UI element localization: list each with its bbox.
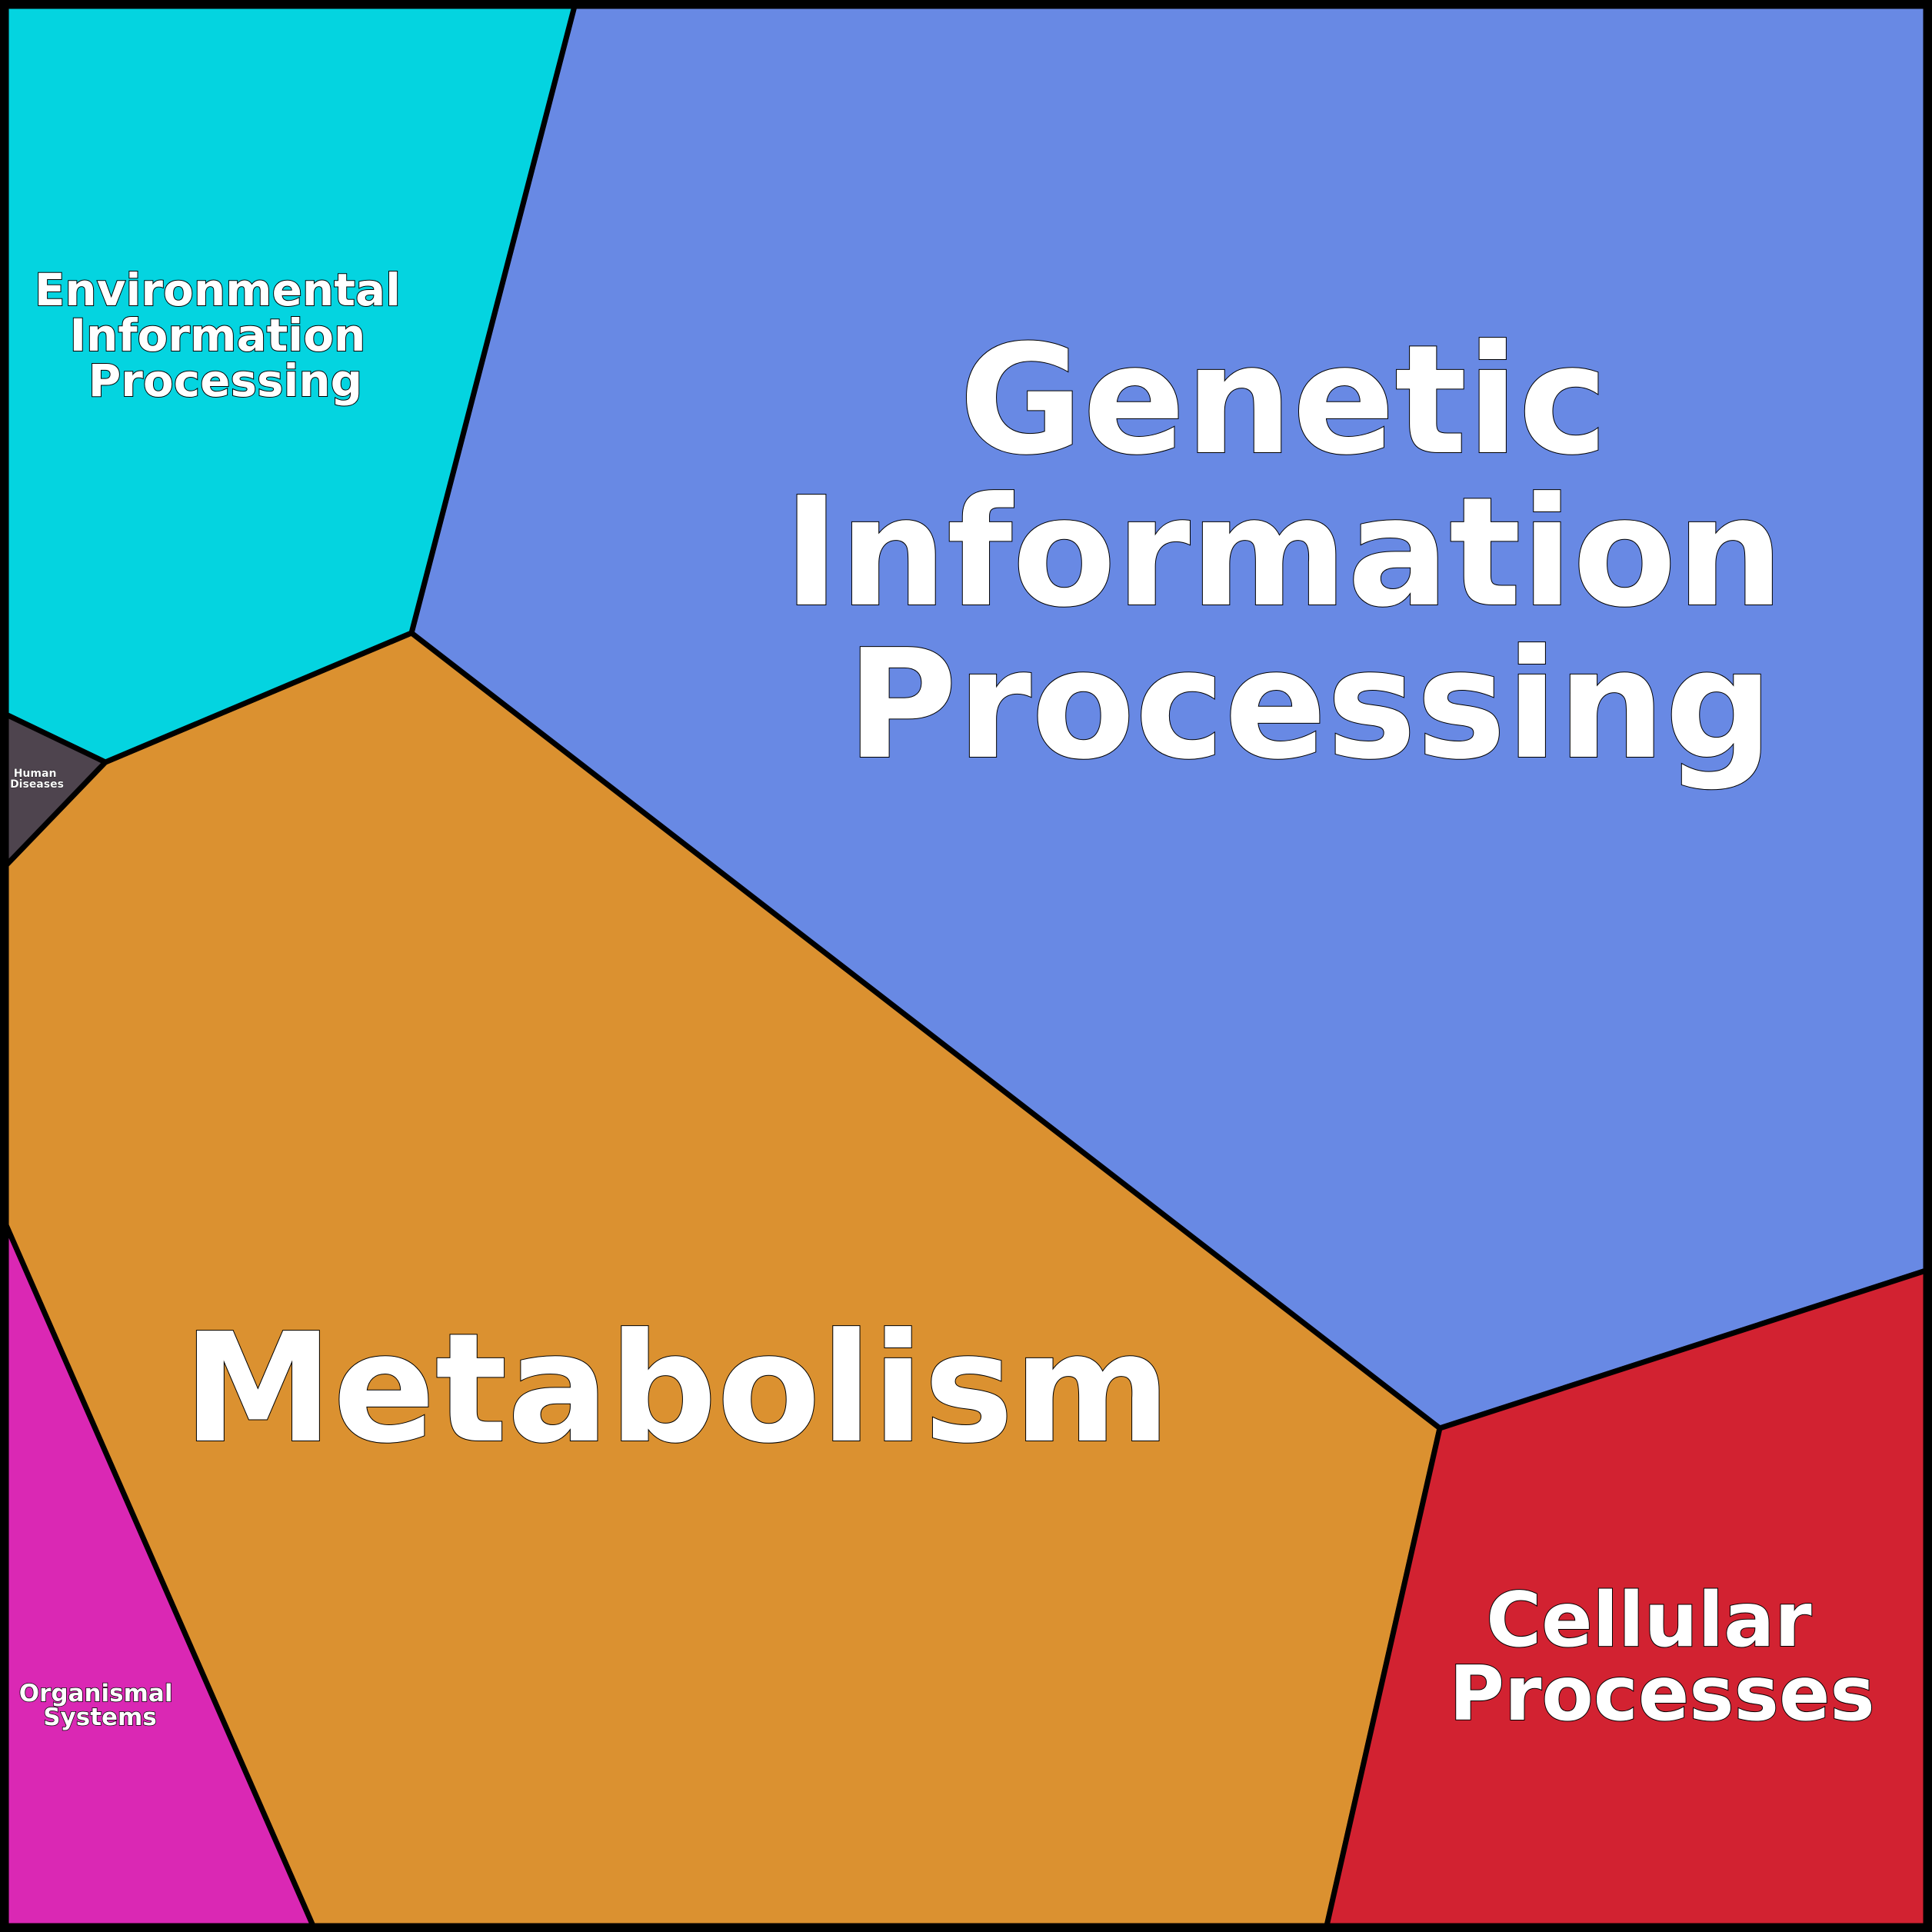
- label-organismal-systems: Organismal Systems: [19, 1680, 182, 1731]
- label-metabolism-line-1: Metabolism: [183, 1301, 1171, 1477]
- label-organismal-line-1: Organismal: [19, 1680, 173, 1707]
- label-cellular-line-1: Cellular: [1486, 1577, 1812, 1664]
- label-metabolism: Metabolism: [183, 1301, 1171, 1477]
- label-genetic-line-1: Genetic: [959, 313, 1607, 488]
- label-genetic-line-2: Information: [784, 465, 1784, 641]
- label-human-line-2: Diseases: [10, 778, 64, 791]
- label-cellular-line-2: Processes: [1449, 1651, 1875, 1738]
- label-cellular-processes: Cellular Processes: [1449, 1577, 1875, 1738]
- label-environmental-line-3: Processing: [88, 355, 362, 407]
- label-genetic-information-processing: Genetic Information Processing: [784, 313, 1837, 793]
- label-human-line-1: Human: [14, 768, 57, 780]
- label-genetic-line-3: Processing: [847, 618, 1773, 793]
- label-environmental-information-processing: Environmental Information Processing: [35, 264, 416, 407]
- label-environmental-line-2: Information: [69, 309, 365, 361]
- label-human-diseases: Human Diseases: [10, 768, 64, 791]
- label-environmental-line-1: Environmental: [35, 264, 401, 316]
- label-organismal-line-2: Systems: [43, 1704, 157, 1731]
